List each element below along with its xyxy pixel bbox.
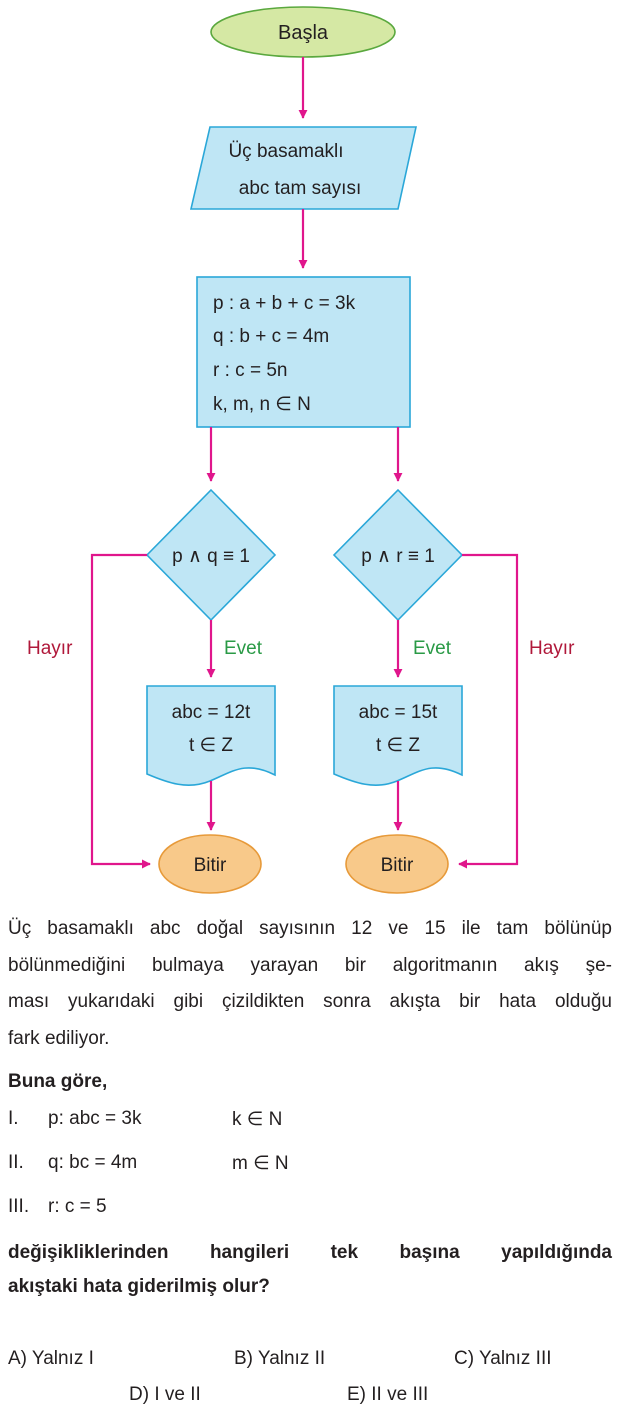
item-expression: r: c = 5 xyxy=(48,1196,107,1217)
end-terminal-right xyxy=(345,834,449,894)
end-terminal-left xyxy=(158,834,262,894)
no-label-right: Hayır xyxy=(529,638,575,659)
input-line-2: abc tam sayısı xyxy=(239,178,362,199)
question-paragraph: Üç basamaklı abc doğal sayısının 12 ve 1… xyxy=(8,911,612,1057)
process-box xyxy=(196,276,411,428)
decision-left-label: p ∧ q ≡ 1 xyxy=(172,546,250,567)
output-right-line-2: t ∈ Z xyxy=(376,735,420,756)
output-right-line-1: abc = 15t xyxy=(359,702,438,723)
output-left-line-2: t ∈ Z xyxy=(189,735,233,756)
decision-right-label: p ∧ r ≡ 1 xyxy=(361,546,435,567)
item-expression: p: abc = 3k xyxy=(48,1108,142,1129)
item-number: III. xyxy=(8,1196,30,1217)
item-condition: m ∈ N xyxy=(232,1153,289,1174)
end-label-left: Bitir xyxy=(194,855,227,876)
paragraph-line: bölünmediğini bulmaya yarayan bir algori… xyxy=(8,954,612,976)
option-c[interactable]: C) Yalnız III xyxy=(454,1348,552,1369)
output-left-line-1: abc = 12t xyxy=(172,702,251,723)
question-ask-line: değişikliklerinden hangileri tek başına … xyxy=(8,1242,612,1263)
end-label-right: Bitir xyxy=(381,855,414,876)
item-condition: k ∈ N xyxy=(232,1109,283,1130)
paragraph-line: ması yukarıdaki gibi çizildikten sonra a… xyxy=(8,991,612,1013)
flowchart: Başla Üç basamaklı abc tam sayısı p : a … xyxy=(27,6,575,894)
start-label: Başla xyxy=(278,22,329,44)
option-e[interactable]: E) II ve III xyxy=(347,1384,429,1405)
yes-label-right: Evet xyxy=(413,638,452,659)
item-expression: q: bc = 4m xyxy=(48,1152,138,1173)
input-line-1: Üç basamaklı xyxy=(228,141,343,162)
process-line-q: q : b + c = 4m xyxy=(213,326,329,347)
question-ask-line: akıştaki hata giderilmiş olur? xyxy=(8,1276,270,1297)
output-left-document xyxy=(146,685,276,786)
arrow-no-right xyxy=(458,553,519,869)
yes-label-left: Evet xyxy=(224,638,263,659)
item-number: II. xyxy=(8,1152,24,1173)
option-d[interactable]: D) I ve II xyxy=(129,1384,201,1405)
process-line-sets: k, m, n ∈ N xyxy=(213,394,311,415)
arrow-no-left xyxy=(90,553,151,869)
paragraph-line: fark ediliyor. xyxy=(8,1027,110,1049)
question-prompt: Buna göre, xyxy=(8,1071,108,1092)
output-right-document xyxy=(333,685,463,786)
process-line-r: r : c = 5n xyxy=(213,360,287,381)
item-number: I. xyxy=(8,1108,19,1129)
no-label-left: Hayır xyxy=(27,638,73,659)
option-b[interactable]: B) Yalnız II xyxy=(234,1348,326,1369)
paragraph-line: Üç basamaklı abc doğal sayısının 12 ve 1… xyxy=(8,918,612,939)
process-line-p: p : a + b + c = 3k xyxy=(213,293,356,314)
input-parallelogram xyxy=(189,126,417,210)
option-a[interactable]: A) Yalnız I xyxy=(8,1348,94,1369)
